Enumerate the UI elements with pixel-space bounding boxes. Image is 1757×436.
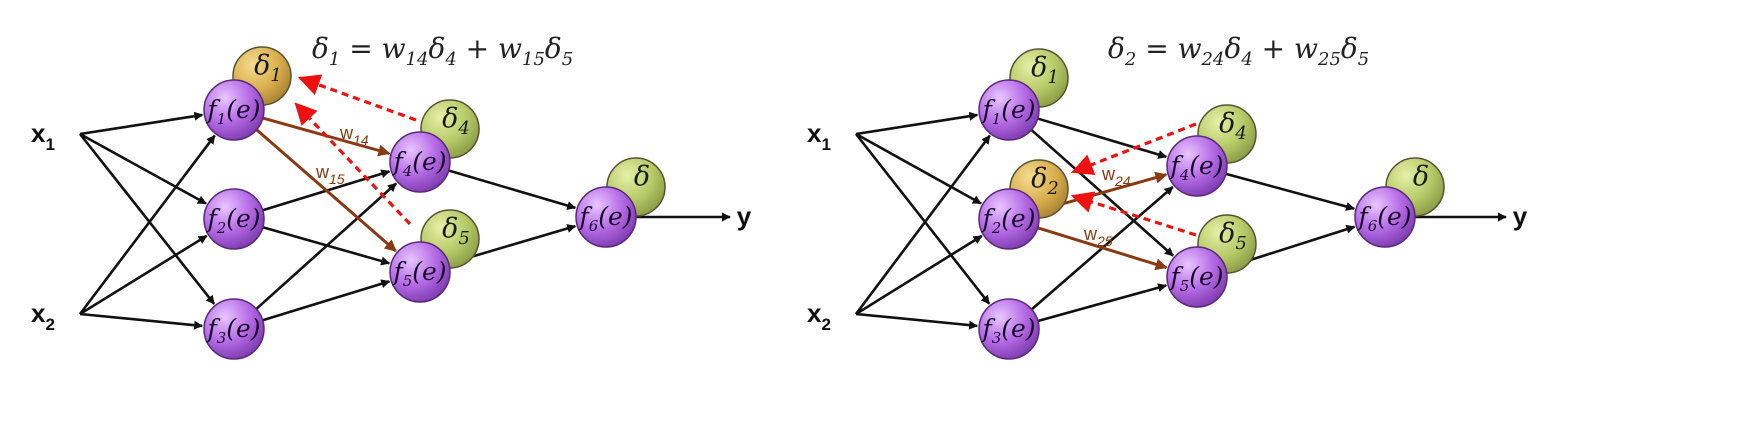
input-connection-arrow [854, 133, 991, 305]
neuron-f6: f6(e) [1354, 186, 1416, 248]
delta-label: δ1 [1031, 52, 1059, 88]
backprop-error-arrow [297, 74, 417, 122]
neuron-label: f3(e) [980, 314, 1035, 347]
input-connection-arrow [79, 111, 204, 136]
delta-label: δ5 [1219, 218, 1247, 254]
input-label-x1: x1 [807, 118, 831, 154]
input-label-x2: x2 [31, 298, 55, 334]
neuron-f1: f1(e) [978, 79, 1040, 141]
neuron-label: f2(e) [205, 204, 260, 237]
weight-label-w15: w15 [315, 162, 345, 187]
neuron-f5: f5(e) [1166, 246, 1228, 308]
neuron-label: f1(e) [205, 95, 260, 128]
delta-formula: δ1 = w14δ4 + w15δ5 [312, 32, 573, 70]
delta-label: δ4 [442, 103, 470, 139]
input-connection-arrow [855, 111, 979, 136]
output-label-y: y [737, 201, 752, 231]
connection-arrow [255, 182, 398, 310]
weighted-connection-arrow-w15 [255, 128, 397, 253]
input-connection-arrow [854, 134, 991, 315]
neuron-f4: f4(e) [1166, 135, 1228, 197]
input-label-x1: x1 [31, 118, 55, 154]
neuron-f2: f2(e) [203, 188, 265, 250]
backprop-error-arrow [294, 102, 412, 226]
neuron-label: f4(e) [1168, 151, 1223, 184]
connection-arrow [448, 169, 577, 210]
neuron-label: f6(e) [1356, 202, 1411, 235]
output-label-y: y [1513, 201, 1528, 231]
input-connection-arrow [78, 134, 216, 315]
delta-label: δ [634, 161, 650, 192]
right-network-diagram: δ2 = w24δ4 + w25δ5 x1 x2 y δ1 δ2 δ4 δ5 δ f1(e) f2(… [807, 32, 1528, 360]
neuron-label: f3(e) [205, 314, 260, 347]
connection-arrow [1225, 172, 1355, 211]
neuron-label: f2(e) [980, 204, 1035, 237]
weight-label-w24: w24 [1101, 164, 1131, 189]
neuron-f6: f6(e) [575, 186, 637, 248]
delta-label: δ5 [442, 213, 470, 249]
delta-label: δ1 [254, 50, 282, 86]
connection-arrow [262, 279, 391, 322]
weight-label-w25: w25 [1083, 224, 1113, 249]
connection-arrow [1037, 117, 1168, 159]
weight-label-w14: w14 [339, 123, 369, 148]
neuron-f1: f1(e) [203, 79, 265, 141]
delta-label: δ2 [1031, 163, 1059, 199]
input-connection-arrow [855, 132, 982, 205]
left-network-diagram: δ1 = w14δ4 + w15δ5 x1 x2 y δ1 δ4 δ5 δ f1(e) f2(e)… [31, 32, 752, 360]
input-connection-arrow [79, 312, 204, 330]
connection-arrow [1037, 283, 1168, 323]
neuron-f4: f4(e) [389, 131, 451, 193]
neuron-label: f5(e) [1168, 262, 1223, 295]
neuron-label: f6(e) [577, 202, 632, 235]
delta-label: δ [1413, 161, 1429, 192]
input-connection-arrow [79, 234, 208, 316]
weighted-connection-arrow-w25 [1037, 226, 1168, 271]
input-label-x2: x2 [807, 298, 831, 334]
backprop-error-arrow [1070, 191, 1197, 237]
backprop-error-arrow [1070, 122, 1197, 176]
neuron-f3: f3(e) [978, 298, 1040, 360]
input-connection-arrow [855, 234, 983, 316]
input-connection-arrow [79, 132, 207, 205]
input-connection-arrow [855, 312, 979, 330]
neuron-f3: f3(e) [203, 298, 265, 360]
delta-label: δ4 [1219, 108, 1247, 144]
neuron-f2: f2(e) [978, 188, 1040, 250]
neuron-label: f1(e) [980, 95, 1035, 128]
neuron-label: f5(e) [391, 257, 446, 290]
neuron-label: f4(e) [391, 147, 446, 180]
delta-formula: δ2 = w24δ4 + w25δ5 [1108, 32, 1369, 70]
input-connection-arrow [78, 133, 216, 305]
neuron-f5: f5(e) [389, 241, 451, 303]
